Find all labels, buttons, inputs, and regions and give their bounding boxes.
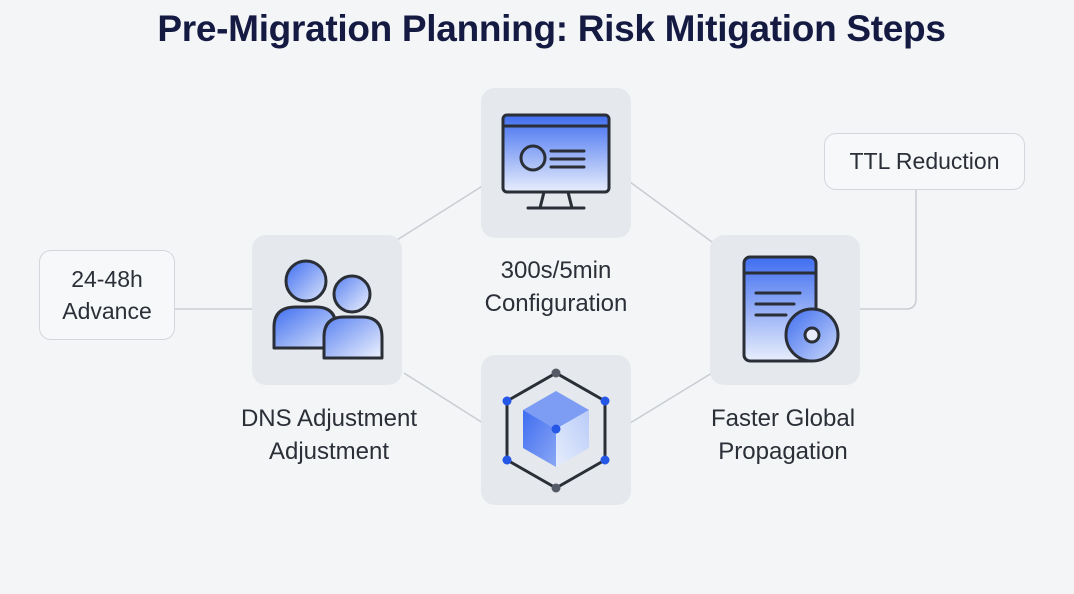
mobile-tile [710, 235, 860, 385]
config-label-line2: Configuration [484, 290, 628, 318]
propagation-label: Faster Global Propagation [673, 402, 893, 468]
propagation-label-line1: Faster Global [710, 405, 856, 432]
ttl-reduction-text: TTL Reduction [849, 148, 1000, 175]
dns-label-line1: DNS Adjustment [240, 405, 418, 432]
advance-callout-line1: 24-48h [71, 265, 143, 292]
network-cube-icon [502, 368, 610, 493]
users-icon [272, 259, 384, 360]
dns-label: DNS Adjustment Adjustment [218, 402, 440, 468]
advance-callout-line2: Advance [62, 298, 152, 324]
advance-callout: 24-48h Advance [39, 250, 175, 340]
mobile-document-icon [742, 255, 840, 363]
config-label-line1: 300s/5min [500, 257, 612, 284]
monitor-tile [481, 88, 631, 238]
propagation-label-line2: Propagation [718, 438, 848, 466]
monitor-icon [501, 113, 611, 210]
page-title: Pre-Migration Planning: Risk Mitigation … [157, 8, 946, 49]
config-label: 300s/5min Configuration [455, 254, 657, 320]
ttl-reduction-callout: TTL Reduction [824, 133, 1025, 190]
users-tile [252, 235, 402, 385]
network-tile [481, 355, 631, 505]
dns-label-line2: Adjustment [268, 438, 390, 466]
